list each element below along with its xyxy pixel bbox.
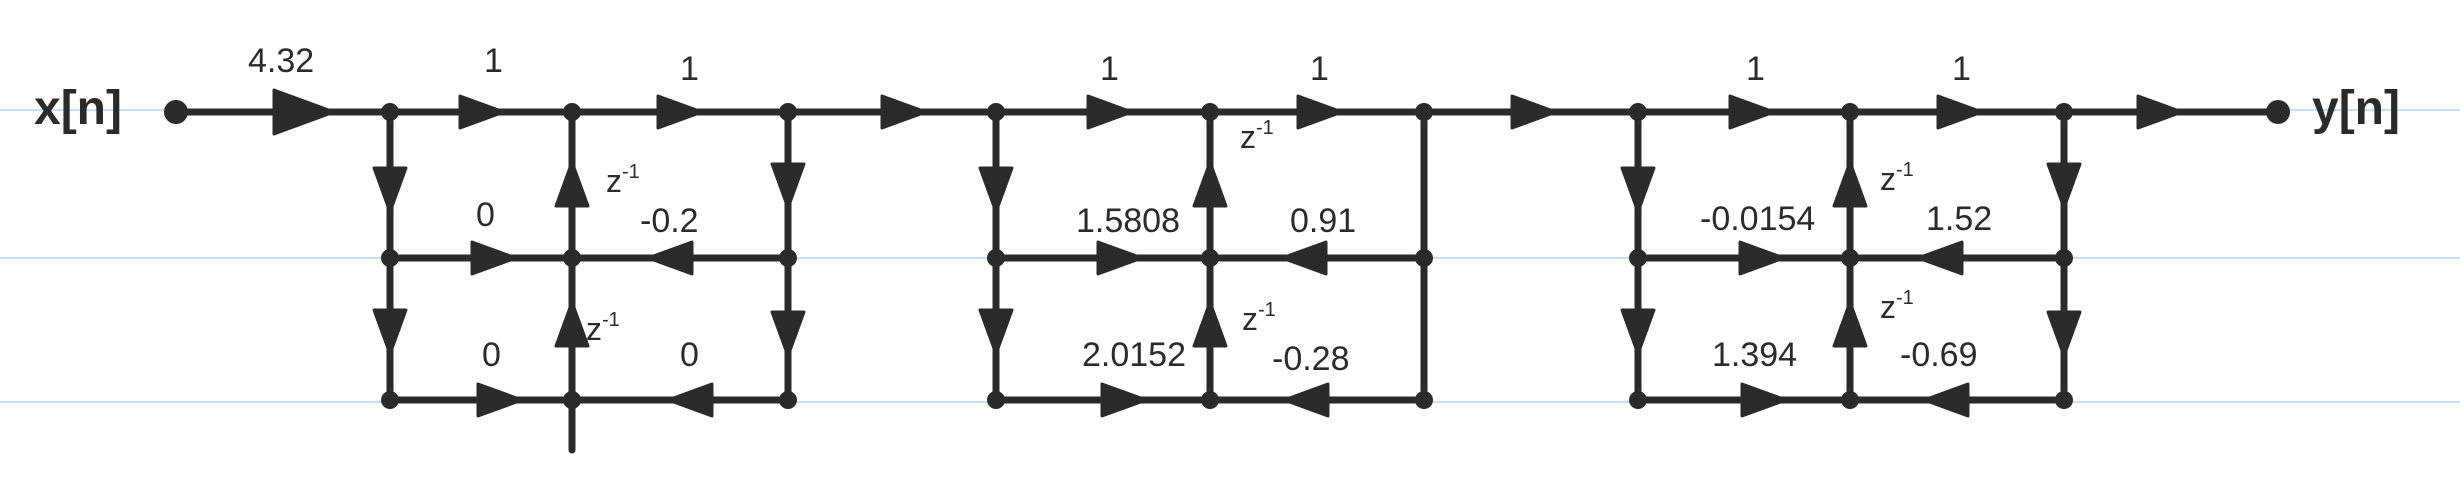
section-1-top-node-1 — [381, 103, 399, 121]
section-1-forward-gain-2: 1 — [680, 50, 699, 88]
section-1-delay-2: z-1 — [586, 309, 620, 347]
link-arrow-2 — [1510, 94, 1558, 130]
output-label: y[n] — [2312, 82, 2400, 135]
section-2-delay-2: z-1 — [1242, 299, 1276, 337]
section-1-top-node-3 — [779, 103, 797, 121]
section-1-coef-row1-left: 0 — [476, 196, 495, 234]
section-2-bottom-node-3 — [1415, 391, 1433, 409]
section-2-bottom-rung-arrow-2 — [1282, 382, 1330, 418]
section-2-delay-1: z-1 — [1240, 117, 1274, 155]
section-2-coef-row2-right: -0.28 — [1272, 340, 1350, 378]
output-terminal — [2266, 100, 2290, 124]
section-2-bottom-node-2 — [1201, 391, 1219, 409]
section-1-bottom-node-1 — [381, 391, 399, 409]
section-3-delay-arrow-lower — [1832, 300, 1868, 348]
section-1-bottom-node-3 — [779, 391, 797, 409]
section-1-mid-rung-arrow-2 — [646, 240, 694, 276]
section-3-mid-node-2 — [1841, 249, 1859, 267]
section-3-mid-rung-arrow-2 — [1916, 240, 1964, 276]
section-3-top-node-1 — [1629, 103, 1647, 121]
section-1-right-arrow-upper — [770, 162, 806, 210]
section-1-delay-arrow-upper — [554, 160, 590, 208]
section-3-forward-arrow-2 — [1936, 94, 1984, 130]
section-2-mid-rung-arrow-2 — [1280, 240, 1328, 276]
section-1-left-arrow-lower — [372, 308, 408, 356]
section-3-delay-arrow-upper — [1832, 160, 1868, 208]
section-1-coef-row2-right: 0 — [680, 336, 699, 374]
section-3-top-node-2 — [1841, 103, 1859, 121]
section-3-coef-row2-right: -0.69 — [1900, 336, 1978, 374]
section-2-mid-rung-arrow-1 — [1096, 240, 1144, 276]
section-2-coef-row1-right: 0.91 — [1290, 202, 1356, 240]
section-2-bottom-node-1 — [987, 391, 1005, 409]
input-terminal — [164, 100, 188, 124]
section-1-mid-node-2 — [563, 249, 581, 267]
section-3-delay-2: z-1 — [1880, 287, 1914, 325]
section-3-left-arrow-lower — [1620, 308, 1656, 356]
section-2-mid-node-2 — [1201, 249, 1219, 267]
section-3-right-arrow-upper — [2046, 162, 2082, 210]
section-1-delay-arrow-lower — [554, 300, 590, 348]
section-1-bottom-node-2 — [563, 391, 581, 409]
section-3-forward-gain-1: 1 — [1746, 50, 1765, 88]
section-2-bottom-rung-arrow-1 — [1100, 382, 1148, 418]
section-2-top-node-2 — [1201, 103, 1219, 121]
section-2-forward-arrow-2 — [1296, 94, 1344, 130]
section-1-forward-arrow-1 — [458, 94, 506, 130]
section-3-coef-row1-left: -0.0154 — [1700, 200, 1815, 238]
section-2-delay-arrow-upper — [1192, 160, 1228, 208]
section-1-bottom-rung-arrow-2 — [666, 382, 714, 418]
section-2-coef-row1-left: 1.5808 — [1076, 202, 1180, 240]
section-3-coef-row1-right: 1.52 — [1926, 200, 1992, 238]
section-1-bottom-rung-arrow-1 — [476, 382, 524, 418]
section-3-coef-row2-left: 1.394 — [1712, 336, 1797, 374]
section-2-forward-gain-1: 1 — [1100, 50, 1119, 88]
section-2-forward-gain-2: 1 — [1310, 50, 1329, 88]
section-3-bottom-node-2 — [1841, 391, 1859, 409]
input-gain-arrow — [272, 88, 336, 136]
section-1-coef-row2-left: 0 — [482, 336, 501, 374]
section-1-right-arrow-lower — [770, 310, 806, 358]
section-3-bottom-rung-arrow-2 — [1922, 382, 1970, 418]
link-arrow-1 — [880, 94, 928, 130]
section-1-left-arrow-upper — [372, 166, 408, 214]
section-3-bottom-node-1 — [1629, 391, 1647, 409]
section-1-mid-node-3 — [779, 249, 797, 267]
input-label: x[n] — [34, 82, 122, 135]
section-3-forward-arrow-1 — [1728, 94, 1776, 130]
section-3-bottom-node-3 — [2055, 391, 2073, 409]
section-3-forward-gain-2: 1 — [1952, 50, 1971, 88]
section-3-top-node-3 — [2055, 103, 2073, 121]
section-2-mid-node-3 — [1415, 249, 1433, 267]
section-3-right-arrow-lower — [2046, 310, 2082, 358]
section-2-coef-row2-left: 2.0152 — [1082, 336, 1186, 374]
section-1-delay-1: z-1 — [606, 161, 640, 199]
section-2-top-node-1 — [987, 103, 1005, 121]
section-2-left-arrow-upper — [978, 166, 1014, 214]
section-1-forward-arrow-2 — [656, 94, 704, 130]
section-2-delay-arrow-lower — [1192, 300, 1228, 348]
section-2-top-node-3 — [1415, 103, 1433, 121]
section-3-mid-rung-arrow-1 — [1738, 240, 1786, 276]
section-3-bottom-rung-arrow-1 — [1740, 382, 1788, 418]
section-2-left-arrow-lower — [978, 308, 1014, 356]
section-2-mid-node-1 — [987, 249, 1005, 267]
section-1-mid-node-1 — [381, 249, 399, 267]
section-2-forward-arrow-1 — [1086, 94, 1134, 130]
section-1-coef-row1-right: -0.2 — [640, 202, 699, 240]
flow-arrows — [272, 88, 2184, 418]
section-1-forward-gain-1: 1 — [484, 42, 503, 80]
section-1-mid-rung-arrow-1 — [470, 240, 518, 276]
output-arrow — [2136, 94, 2184, 130]
section-3-mid-node-1 — [1629, 249, 1647, 267]
section-1-top-node-2 — [563, 103, 581, 121]
section-3-left-arrow-upper — [1620, 166, 1656, 214]
junction-nodes — [164, 100, 2290, 409]
section-3-delay-1: z-1 — [1880, 159, 1914, 197]
section-3-mid-node-3 — [2055, 249, 2073, 267]
input-gain-label: 4.32 — [248, 42, 314, 80]
